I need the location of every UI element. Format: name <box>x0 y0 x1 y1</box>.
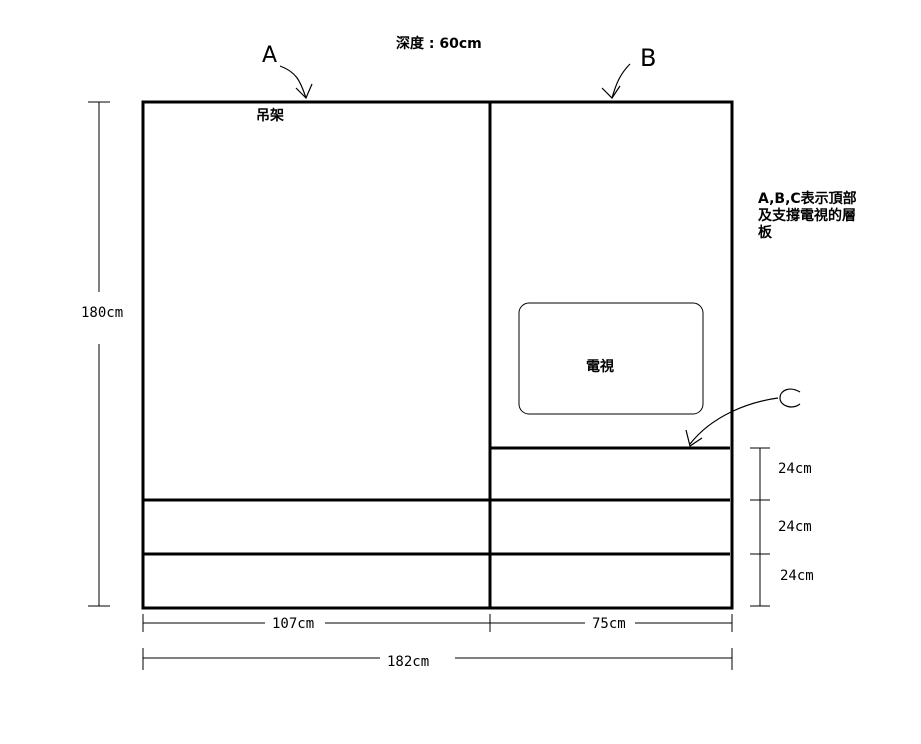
marker-a: A <box>262 43 277 68</box>
shelf-spacing-1: 24cm <box>778 461 812 477</box>
arrow-b-icon <box>611 63 631 99</box>
marker-c <box>779 388 801 408</box>
shelf-spacing-3: 24cm <box>780 568 814 584</box>
depth-label: 深度 : 60cm <box>396 35 482 52</box>
note-line-3: 板 <box>758 224 773 241</box>
marker-b: B <box>640 44 656 72</box>
note-line-2: 及支撐電視的層 <box>758 207 856 224</box>
tv-box <box>518 302 704 415</box>
note-line-1: A,B,C表示頂部 <box>758 190 857 207</box>
arrow-c-icon <box>689 397 779 445</box>
cabinet-outline <box>141 100 734 610</box>
shelf-spacing-2: 24cm <box>778 519 812 535</box>
arrow-a-icon <box>279 65 307 99</box>
height-dimension: 180cm <box>81 305 123 321</box>
tv-label: 電視 <box>586 358 614 375</box>
right-width-label: 75cm <box>592 616 626 632</box>
total-width-label: 182cm <box>387 654 429 670</box>
left-width-label: 107cm <box>272 616 314 632</box>
hanger-label: 吊架 <box>256 107 284 124</box>
